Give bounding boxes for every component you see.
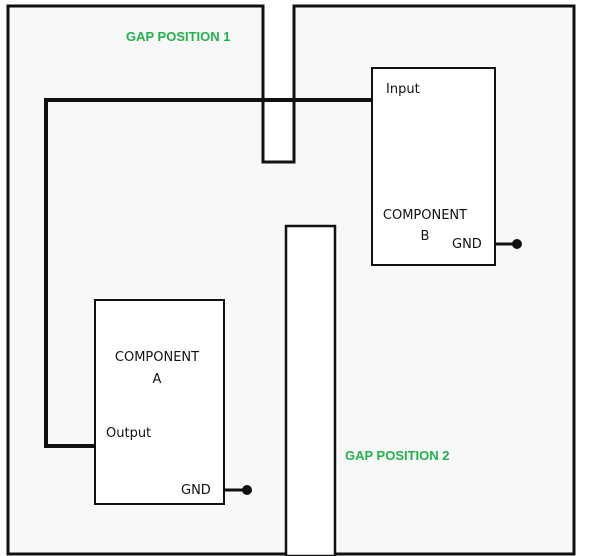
component-b-box bbox=[371, 67, 496, 266]
component-a-name-line1: COMPONENT bbox=[115, 350, 199, 365]
component-a-gnd-terminal bbox=[242, 485, 252, 495]
component-a-output-label: Output bbox=[106, 426, 151, 441]
component-b-name-line1: COMPONENT bbox=[383, 208, 467, 223]
component-b-input-label: Input bbox=[386, 82, 420, 97]
component-b-name-line2: B bbox=[421, 229, 430, 244]
gap-slot-2 bbox=[284, 224, 337, 556]
component-b-gnd-label: GND bbox=[452, 237, 482, 252]
component-a-box bbox=[94, 299, 225, 505]
component-b-gnd-terminal bbox=[512, 239, 522, 249]
component-a-name-line2: A bbox=[153, 372, 162, 387]
gap-position-1-label: GAP POSITION 1 bbox=[126, 29, 231, 44]
component-a-gnd-label: GND bbox=[181, 483, 211, 498]
gap-position-2-label: GAP POSITION 2 bbox=[345, 448, 450, 463]
signal-trace bbox=[44, 98, 374, 448]
